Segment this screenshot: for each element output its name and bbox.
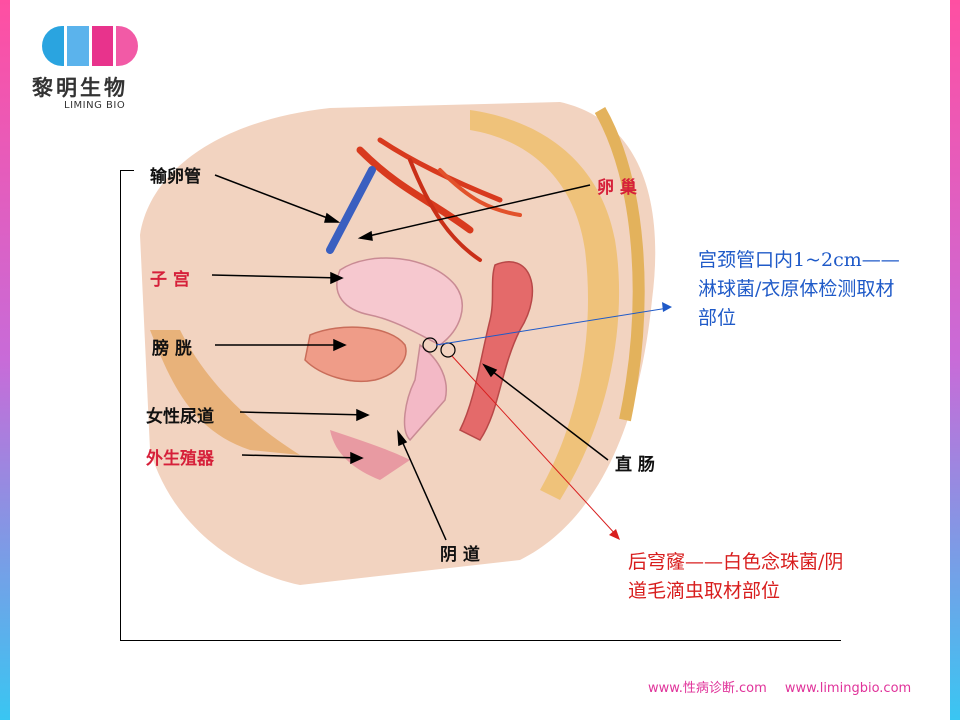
label-uterus: 子 宫 <box>150 270 190 290</box>
cervical-annotation-line-1: 宫颈管口内1~2cm—— <box>698 249 900 271</box>
frame-top-tick <box>120 170 134 171</box>
footer-link-2[interactable]: www.limingbio.com <box>784 681 912 696</box>
rectum-shape <box>458 261 534 441</box>
label-vagina: 阴 道 <box>440 545 480 565</box>
footer-link-1[interactable]: www.性病诊断.com <box>648 681 767 696</box>
label-bladder: 膀 胱 <box>152 339 192 359</box>
blood-vessels <box>326 137 522 262</box>
left-gradient-bar <box>0 0 10 720</box>
fornix-annotation-arrowhead <box>609 529 620 540</box>
external-genitalia-shape <box>330 430 410 480</box>
cervical-canal-annotation: 宫颈管口内1~2cm—— 淋球菌/衣原体检测取材 部位 <box>698 246 900 333</box>
diagram-frame <box>120 170 841 641</box>
abdominal-wall <box>150 330 300 455</box>
cervical-annotation-arrowhead <box>662 302 672 312</box>
uterus-shape <box>336 257 463 346</box>
fornix-annotation-line-2: 道毛滴虫取材部位 <box>628 580 781 602</box>
sacrum <box>470 110 620 500</box>
vagina-shape <box>403 343 447 442</box>
label-urethra: 女性尿道 <box>146 407 214 427</box>
posterior-fornix-annotation: 后穹窿——白色念珠菌/阴 道毛滴虫取材部位 <box>628 548 843 606</box>
logo-pill-icon <box>42 26 138 66</box>
label-fallopian-tube: 输卵管 <box>150 167 201 187</box>
cervical-annotation-line-2: 淋球菌/衣原体检测取材 <box>698 278 895 300</box>
right-gradient-bar <box>950 0 960 720</box>
footer-links: www.性病诊断.com www.limingbio.com <box>648 677 925 696</box>
cervical-annotation-line-3: 部位 <box>698 307 737 329</box>
label-external-genitalia: 外生殖器 <box>146 449 214 469</box>
label-pointers <box>211 174 609 541</box>
cervical-annotation-line <box>435 307 669 346</box>
brand-logo: 黎明生物 LIMING BIO <box>28 20 158 115</box>
logo-name-cn: 黎明生物 <box>32 75 128 100</box>
fornix-annotation-line <box>451 355 618 537</box>
bladder-shape <box>304 326 407 382</box>
label-ovary: 卵 巢 <box>597 178 637 198</box>
logo-name-en: LIMING BIO <box>64 100 126 111</box>
label-rectum: 直 肠 <box>615 455 655 475</box>
fornix-annotation-line-1: 后穹窿——白色念珠菌/阴 <box>628 551 844 573</box>
